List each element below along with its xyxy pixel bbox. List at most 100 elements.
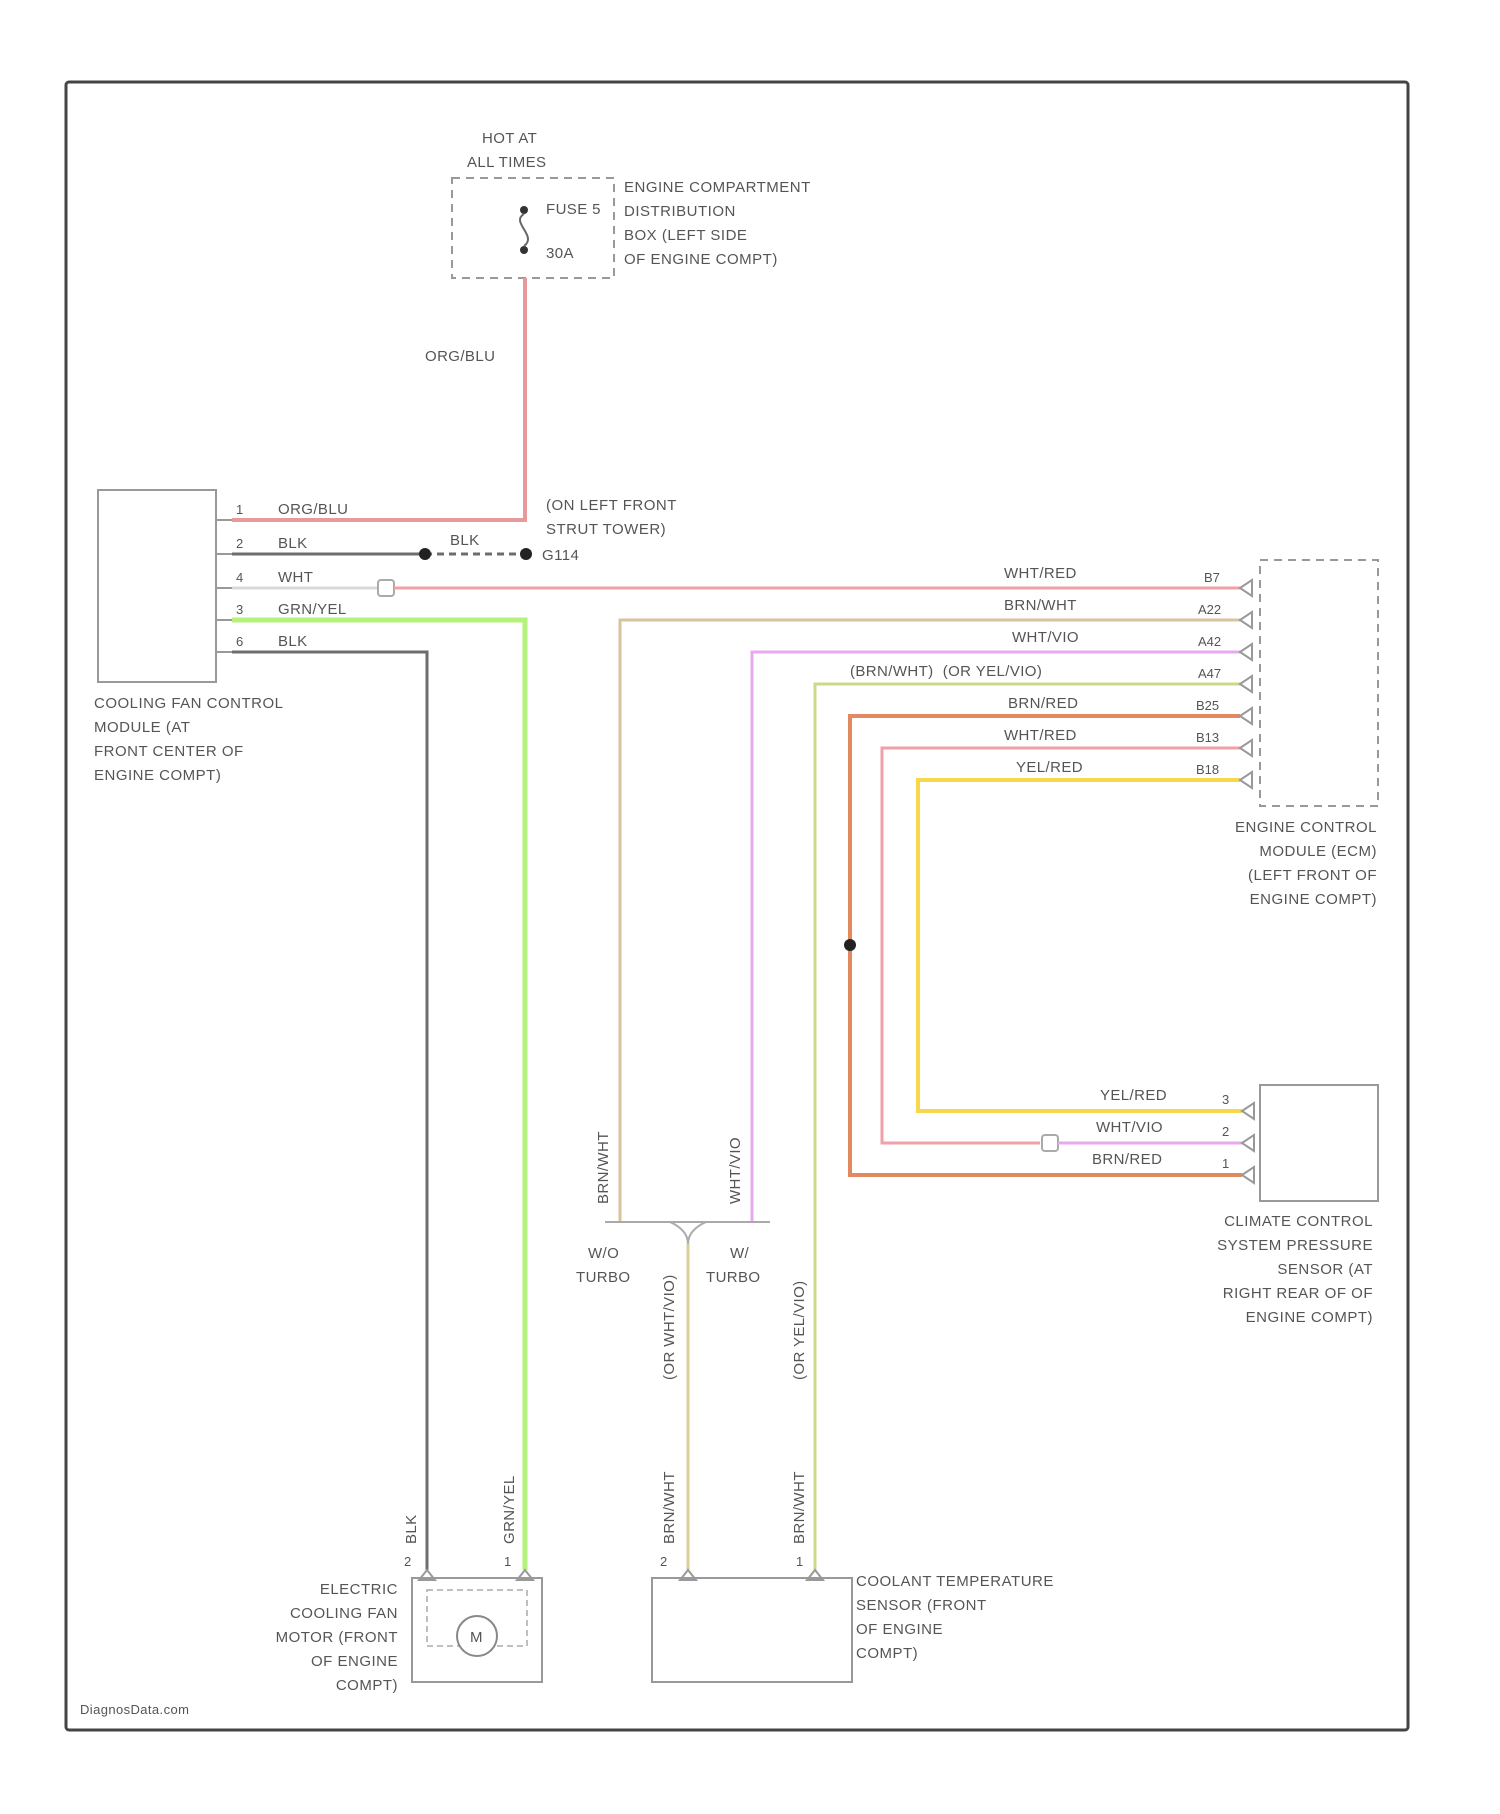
inline-connector-wht [378, 580, 394, 596]
fan-module-pin: 6 [236, 634, 243, 649]
coolant-sensor-name-line-1: COOLANT TEMPERATURE [856, 1573, 1054, 1590]
wire-grn-yel [232, 620, 525, 1570]
ecm-pin: B25 [1196, 698, 1219, 713]
coolant-sensor-name-line-2: SENSOR (FRONT [856, 1597, 987, 1614]
ecm-wire-label: WHT/VIO [1012, 629, 1079, 646]
climate-sensor-name-line-5: ENGINE COMPT) [1246, 1309, 1373, 1326]
ground-name-line-2: STRUT TOWER) [546, 521, 666, 538]
fuse-box-name-line-2: DISTRIBUTION [624, 203, 736, 220]
wire-wht-red-sensor [882, 748, 1240, 1143]
fuse-amp-label: 30A [546, 245, 574, 262]
turbo-right-label-line-2: TURBO [706, 1269, 761, 1286]
fan-module-wire-label: BLK [278, 535, 308, 552]
fan-module-wire-label: GRN/YEL [278, 601, 347, 618]
turbo-right-wire-label: WHT/VIO [727, 1137, 744, 1204]
coolant-sensor-wire-label: BRN/WHT [791, 1471, 808, 1544]
turbo-left-label-line-2: TURBO [576, 1269, 631, 1286]
fuse-label: FUSE 5 [546, 201, 601, 218]
fan-module-pin: 1 [236, 502, 243, 517]
ecm-name-line-2: MODULE (ECM) [1259, 843, 1377, 860]
fan-module-name-line-3: FRONT CENTER OF [94, 743, 244, 760]
turbo-right-label-line-1: W/ [730, 1245, 750, 1262]
wire-org-blu [232, 278, 525, 520]
climate-control-pressure-sensor: 3 2 1 YEL/RED WHT/VIO BRN/RED CLIMATE CO… [1092, 1085, 1378, 1326]
climate-sensor-wire-label: BRN/RED [1092, 1151, 1162, 1168]
ecm-name-line-1: ENGINE CONTROL [1235, 819, 1377, 836]
ecm-pin: B7 [1204, 570, 1220, 585]
wire-blk-motor [232, 652, 427, 1570]
hot-label-line-2: ALL TIMES [467, 154, 546, 171]
climate-sensor-pin: 2 [1222, 1124, 1229, 1139]
fuse-box-outline [452, 178, 614, 278]
ecm-pin: A42 [1198, 634, 1221, 649]
ground-id: G114 [542, 547, 579, 564]
fan-motor-wire-label: BLK [403, 1514, 420, 1544]
coolant-wire-label-alt-1: (OR WHT/VIO) [661, 1274, 678, 1380]
hot-label-line-1: HOT AT [482, 130, 537, 147]
fan-motor-pin: 2 [404, 1554, 411, 1569]
fuse-icon [520, 214, 528, 246]
inline-connector-wht-vio [1042, 1135, 1058, 1151]
fan-module-pin: 3 [236, 602, 243, 617]
ecm-pin: A22 [1198, 602, 1221, 617]
fan-motor-name-line-5: COMPT) [336, 1677, 398, 1694]
climate-sensor-name-line-2: SYSTEM PRESSURE [1217, 1237, 1373, 1254]
ecm-pin: B13 [1196, 730, 1219, 745]
watermark: DiagnosData.com [80, 1702, 189, 1717]
ecm-name-line-4: ENGINE COMPT) [1250, 891, 1377, 908]
electric-cooling-fan-motor: M 2 1 BLK GRN/YEL ELECTRIC COOLING FAN M… [276, 1475, 542, 1694]
fan-module-wire-label: WHT [278, 569, 313, 586]
climate-sensor-pin: 1 [1222, 1156, 1229, 1171]
ecm-name-line-3: (LEFT FRONT OF [1248, 867, 1377, 884]
turbo-split: BRN/WHT WHT/VIO W/O TURBO W/ TURBO (OR W… [576, 1131, 808, 1380]
diagram-frame [66, 82, 1408, 1730]
fan-motor-name-line-3: MOTOR (FRONT [276, 1629, 398, 1646]
fuse-box: HOT AT ALL TIMES FUSE 5 30A ENGINE COMPA… [452, 130, 811, 278]
fuse-terminal-bottom [520, 246, 528, 254]
cooling-fan-control-module: 1 2 4 3 6 ORG/BLU BLK WHT GRN/YEL BLK CO… [94, 490, 348, 784]
wire-wht-vio-ecm [752, 652, 1240, 1222]
wire-brn-red [850, 716, 1242, 1175]
coolant-sensor-wire-label: BRN/WHT [661, 1471, 678, 1544]
fan-module-wire-label: ORG/BLU [278, 501, 348, 518]
fan-motor-pin: 1 [504, 1554, 511, 1569]
ecm-wire-label: YEL/RED [1016, 759, 1083, 776]
fan-module-name-line-2: MODULE (AT [94, 719, 190, 736]
ecm-pin: B18 [1196, 762, 1219, 777]
fuse-box-name-line-3: BOX (LEFT SIDE [624, 227, 747, 244]
fan-module-box [98, 490, 216, 682]
fan-module-name-line-4: ENGINE COMPT) [94, 767, 221, 784]
ecm-wire-label: (BRN/WHT) (OR YEL/VIO) [850, 663, 1042, 680]
ecm-wire-label: BRN/WHT [1004, 597, 1077, 614]
fan-module-wire-label: BLK [278, 633, 308, 650]
climate-sensor-box [1260, 1085, 1378, 1201]
wire-yel-red [918, 780, 1242, 1111]
climate-sensor-wire-label: YEL/RED [1100, 1087, 1167, 1104]
fan-module-pin: 2 [236, 536, 243, 551]
ecm-wire-label: WHT/RED [1004, 565, 1077, 582]
coolant-sensor-pin: 2 [660, 1554, 667, 1569]
engine-control-module: B7 A22 A42 A47 B25 B13 B18 WHT/RED BRN/W… [850, 560, 1378, 908]
coolant-sensor-pin: 1 [796, 1554, 803, 1569]
turbo-split-curve [670, 1222, 706, 1244]
fan-motor-name-line-4: OF ENGINE [311, 1653, 398, 1670]
coolant-sensor-box [652, 1578, 852, 1682]
fuse-box-name-line-4: OF ENGINE COMPT) [624, 251, 778, 268]
turbo-left-label-line-1: W/O [588, 1245, 619, 1262]
coolant-sensor-name-line-4: COMPT) [856, 1645, 918, 1662]
ground-dot-g114 [520, 548, 532, 560]
ground-name-line-1: (ON LEFT FRONT [546, 497, 677, 514]
splice-dot-blk [419, 548, 431, 560]
ecm-wire-label: BRN/RED [1008, 695, 1078, 712]
fan-module-name-line-1: COOLING FAN CONTROL [94, 695, 284, 712]
coolant-wire-label-alt-2: (OR YEL/VIO) [791, 1280, 808, 1380]
fan-module-pin: 4 [236, 570, 243, 585]
ecm-wire-label: WHT/RED [1004, 727, 1077, 744]
wire-yel-vio [815, 684, 1240, 1570]
turbo-left-wire-label: BRN/WHT [595, 1131, 612, 1204]
climate-sensor-name-line-4: RIGHT REAR OF OF [1223, 1285, 1373, 1302]
fuse-box-name-line-1: ENGINE COMPARTMENT [624, 179, 811, 196]
motor-symbol: M [470, 1629, 483, 1646]
climate-sensor-name-line-1: CLIMATE CONTROL [1224, 1213, 1373, 1230]
